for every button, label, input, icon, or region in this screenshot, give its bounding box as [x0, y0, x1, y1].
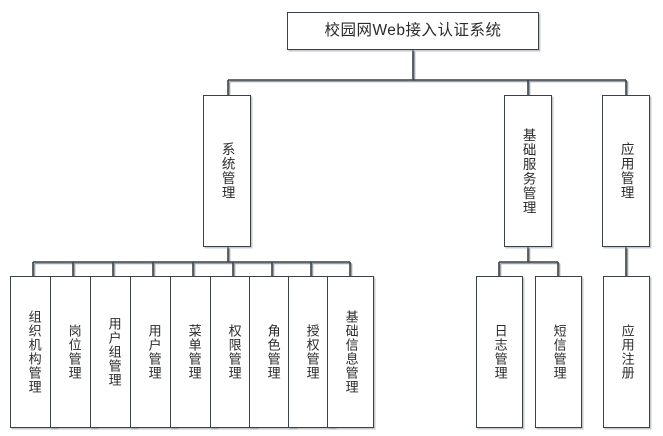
node-basic-service-management[interactable]: 基础服务管理 — [504, 95, 552, 247]
node-application-management[interactable]: 应用管理 — [602, 95, 650, 247]
node-authorization-management-label: 授权管理 — [304, 324, 320, 380]
node-application-registration[interactable]: 应用注册 — [603, 276, 650, 428]
node-log-management[interactable]: 日志管理 — [476, 276, 523, 428]
node-position-management[interactable]: 岗位管理 — [50, 276, 97, 428]
node-application-management-label: 应用管理 — [618, 142, 634, 200]
node-position-management-label: 岗位管理 — [66, 324, 82, 380]
node-role-management-label: 角色管理 — [265, 324, 281, 380]
node-menu-management-label: 菜单管理 — [186, 324, 202, 380]
node-basic-info-management-label: 基础信息管理 — [343, 310, 359, 394]
node-root[interactable]: 校园网Web接入认证系统 — [287, 12, 539, 50]
node-system-management-label: 系统管理 — [219, 142, 235, 200]
node-org-structure-management-label: 组织机构管理 — [26, 310, 42, 394]
node-menu-management[interactable]: 菜单管理 — [170, 276, 217, 428]
node-user-management[interactable]: 用户管理 — [130, 276, 177, 428]
node-root-label: 校园网Web接入认证系统 — [324, 21, 502, 39]
node-log-management-label: 日志管理 — [492, 324, 508, 380]
node-basic-info-management[interactable]: 基础信息管理 — [327, 276, 374, 428]
node-user-management-label: 用户管理 — [146, 324, 162, 380]
node-user-group-management[interactable]: 用户组管理 — [90, 276, 137, 428]
node-application-registration-label: 应用注册 — [619, 324, 635, 380]
node-org-structure-management[interactable]: 组织机构管理 — [10, 276, 57, 428]
node-sms-management-label: 短信管理 — [551, 324, 567, 380]
node-permission-management-label: 权限管理 — [226, 324, 242, 380]
node-user-group-management-label: 用户组管理 — [106, 317, 122, 387]
node-basic-service-management-label: 基础服务管理 — [520, 127, 536, 215]
node-sms-management[interactable]: 短信管理 — [535, 276, 582, 428]
node-system-management[interactable]: 系统管理 — [203, 95, 251, 247]
